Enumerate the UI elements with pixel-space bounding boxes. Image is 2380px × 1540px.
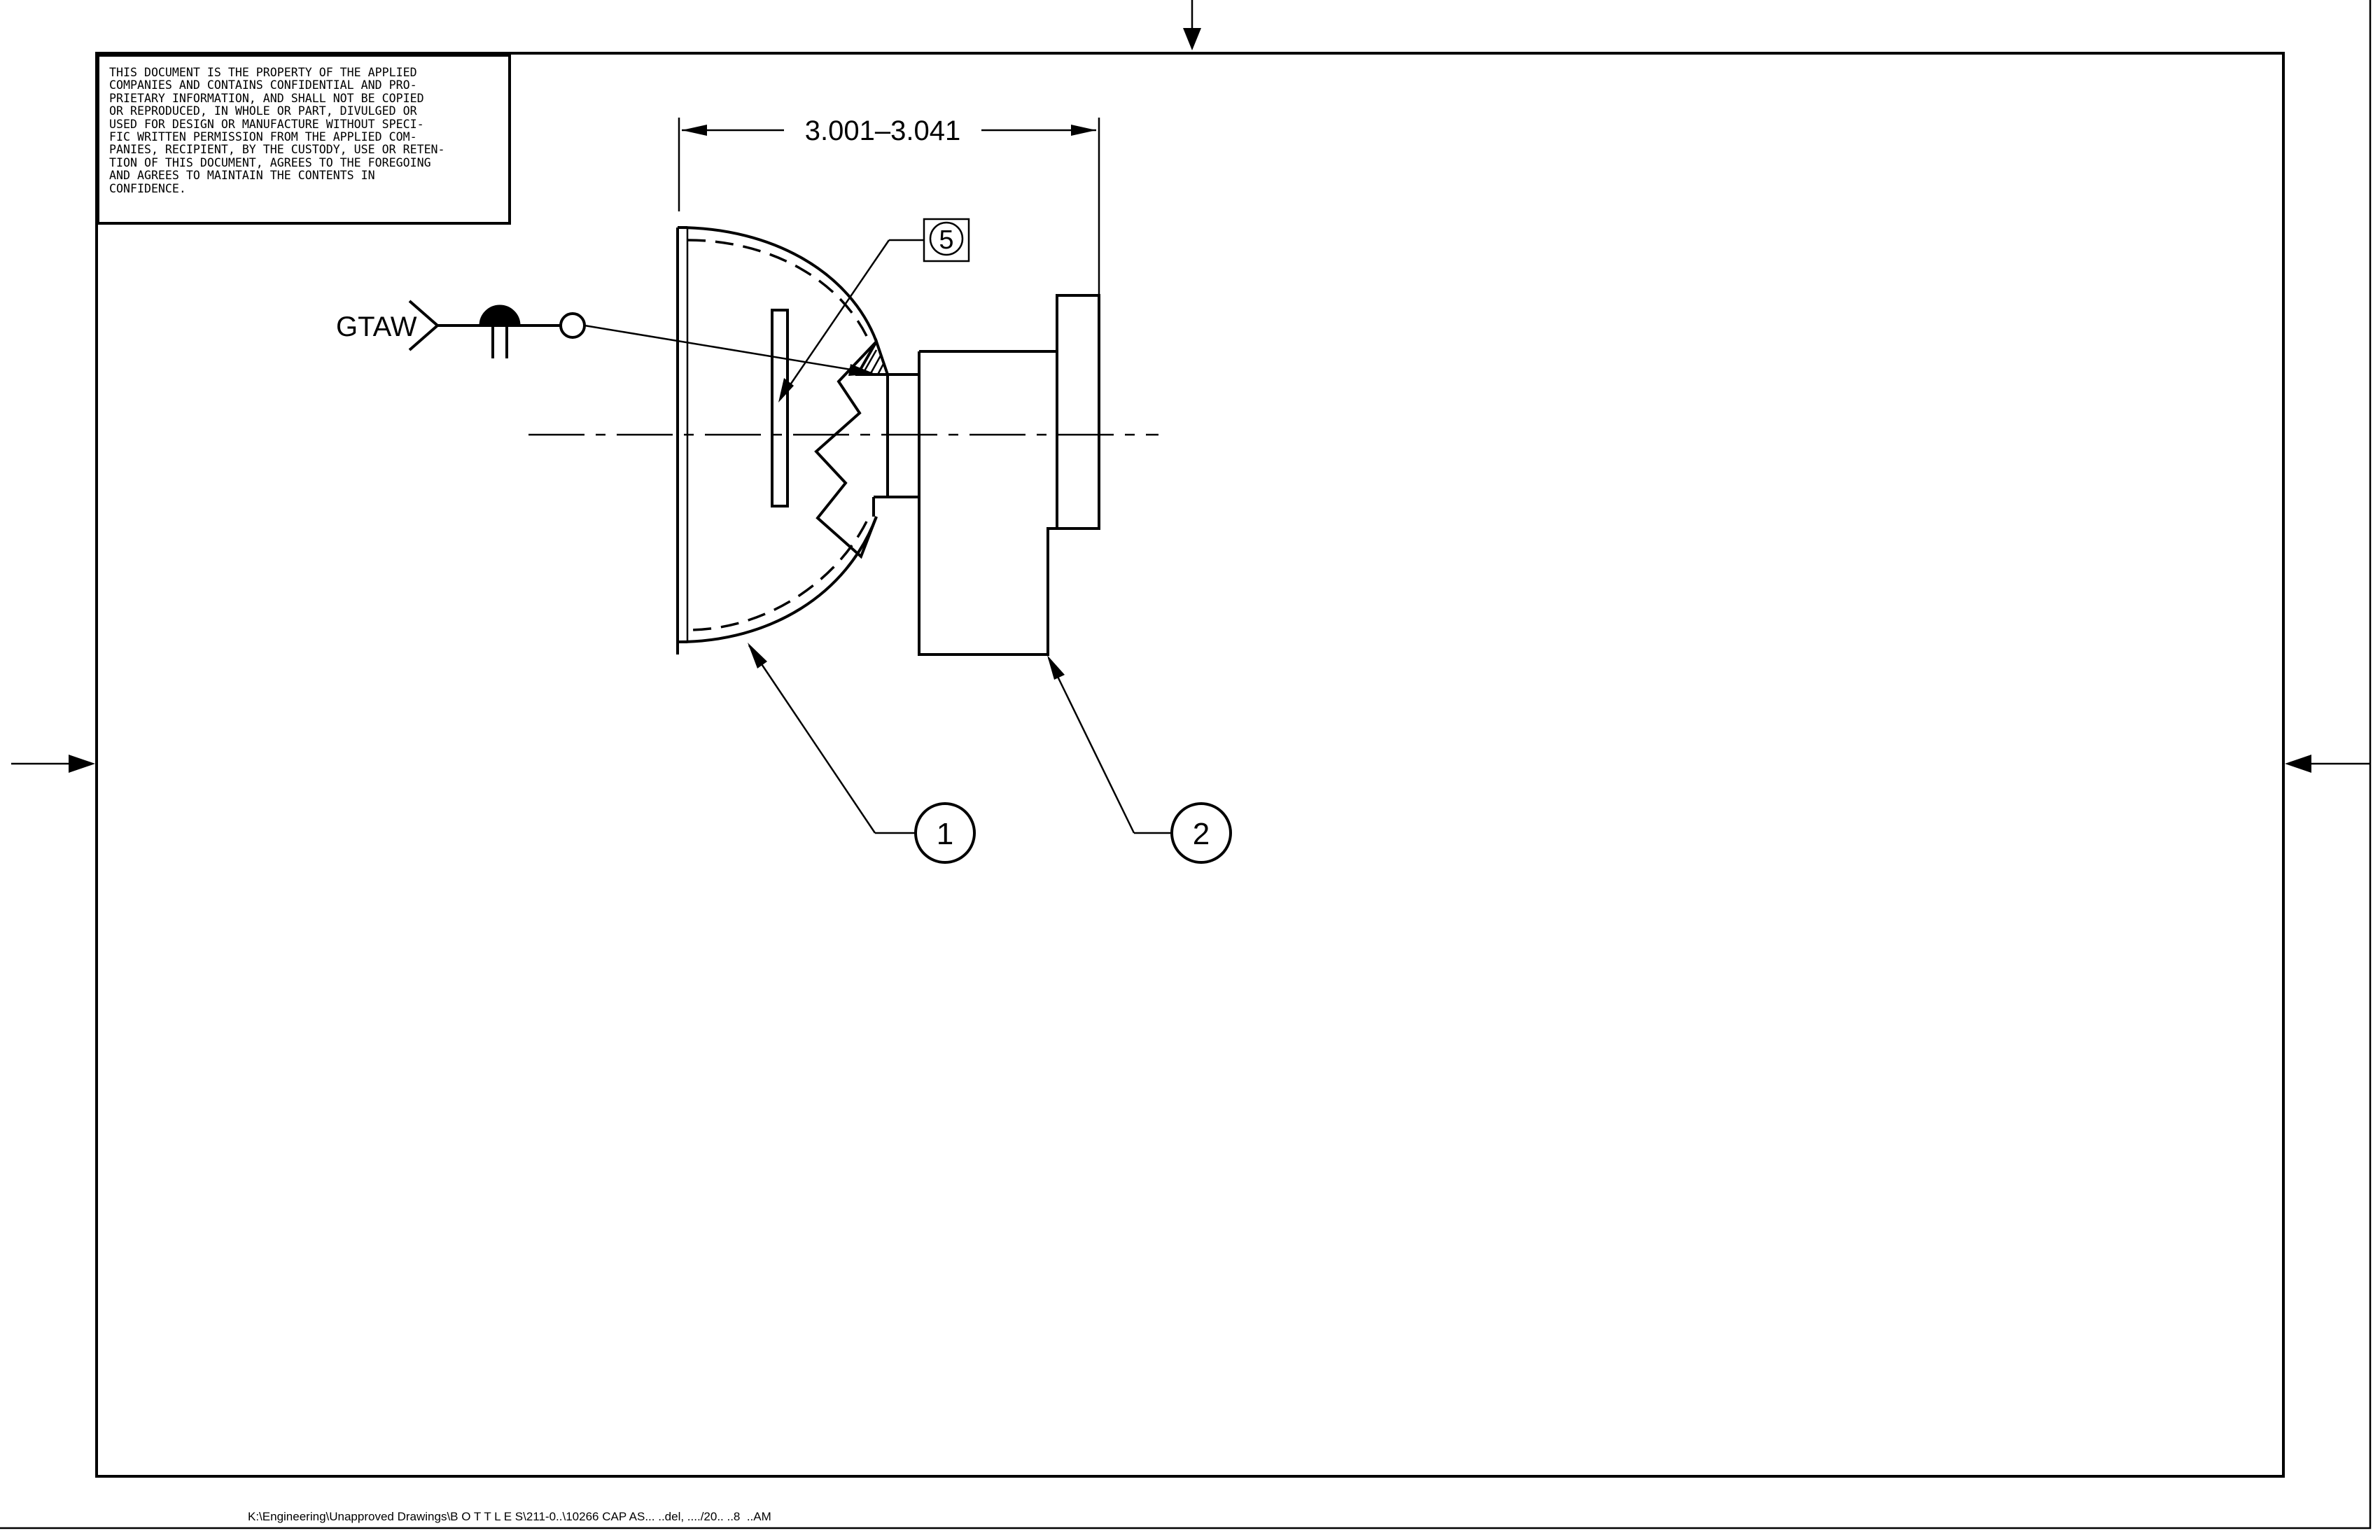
weld-process-label: GTAW [336, 312, 417, 342]
notice-line: PRIETARY INFORMATION, AND SHALL NOT BE C… [109, 91, 424, 105]
notice-line: USED FOR DESIGN OR MANUFACTURE WITHOUT S… [109, 117, 424, 131]
weld-symbol: GTAW [336, 300, 875, 376]
notice-line: THIS DOCUMENT IS THE PROPERTY OF THE APP… [109, 66, 417, 79]
right-center-marker [2285, 755, 2370, 773]
balloon-2-label: 2 [1193, 817, 1210, 851]
cap-part-1 [676, 226, 878, 654]
notice-line: COMPANIES AND CONTAINS CONFIDENTIAL AND … [109, 78, 417, 92]
notice-line: TION OF THIS DOCUMENT, AGREES TO THE FOR… [109, 155, 431, 169]
weld-all-around-circle [559, 312, 586, 339]
notice-line: CONFIDENCE. [109, 181, 186, 195]
proprietary-notice: THIS DOCUMENT IS THE PROPERTY OF THE APP… [97, 54, 511, 225]
file-path: K:\Engineering\Unapproved Drawings\B O T… [248, 1510, 771, 1523]
notice-line: AND AGREES TO MAINTAIN THE CONTENTS IN [109, 169, 375, 183]
overall-length-dimension: 3.001–3.041 [678, 115, 1100, 295]
break-line [814, 340, 878, 559]
drawing-frame [95, 52, 2285, 1478]
dimension-label: 3.001–3.041 [805, 115, 960, 146]
top-center-marker [1183, 0, 1201, 50]
item-balloon-2: 2 [1047, 655, 1232, 864]
inner-slot [771, 309, 789, 507]
fitting-part-2 [918, 294, 1100, 656]
balloon-5-label: 5 [939, 225, 953, 255]
notice-line: FIC WRITTEN PERMISSION FROM THE APPLIED … [109, 130, 417, 144]
notice-line: OR REPRODUCED, IN WHOLE OR PART, DIVULGE… [109, 104, 417, 118]
left-center-marker [11, 755, 95, 773]
balloon-1-label: 1 [937, 817, 953, 851]
notice-line: PANIES, RECIPIENT, BY THE CUSTODY, USE O… [109, 143, 445, 157]
neck [872, 373, 919, 517]
item-balloon-5: 5 [778, 218, 970, 402]
item-balloon-1: 1 [748, 643, 976, 864]
